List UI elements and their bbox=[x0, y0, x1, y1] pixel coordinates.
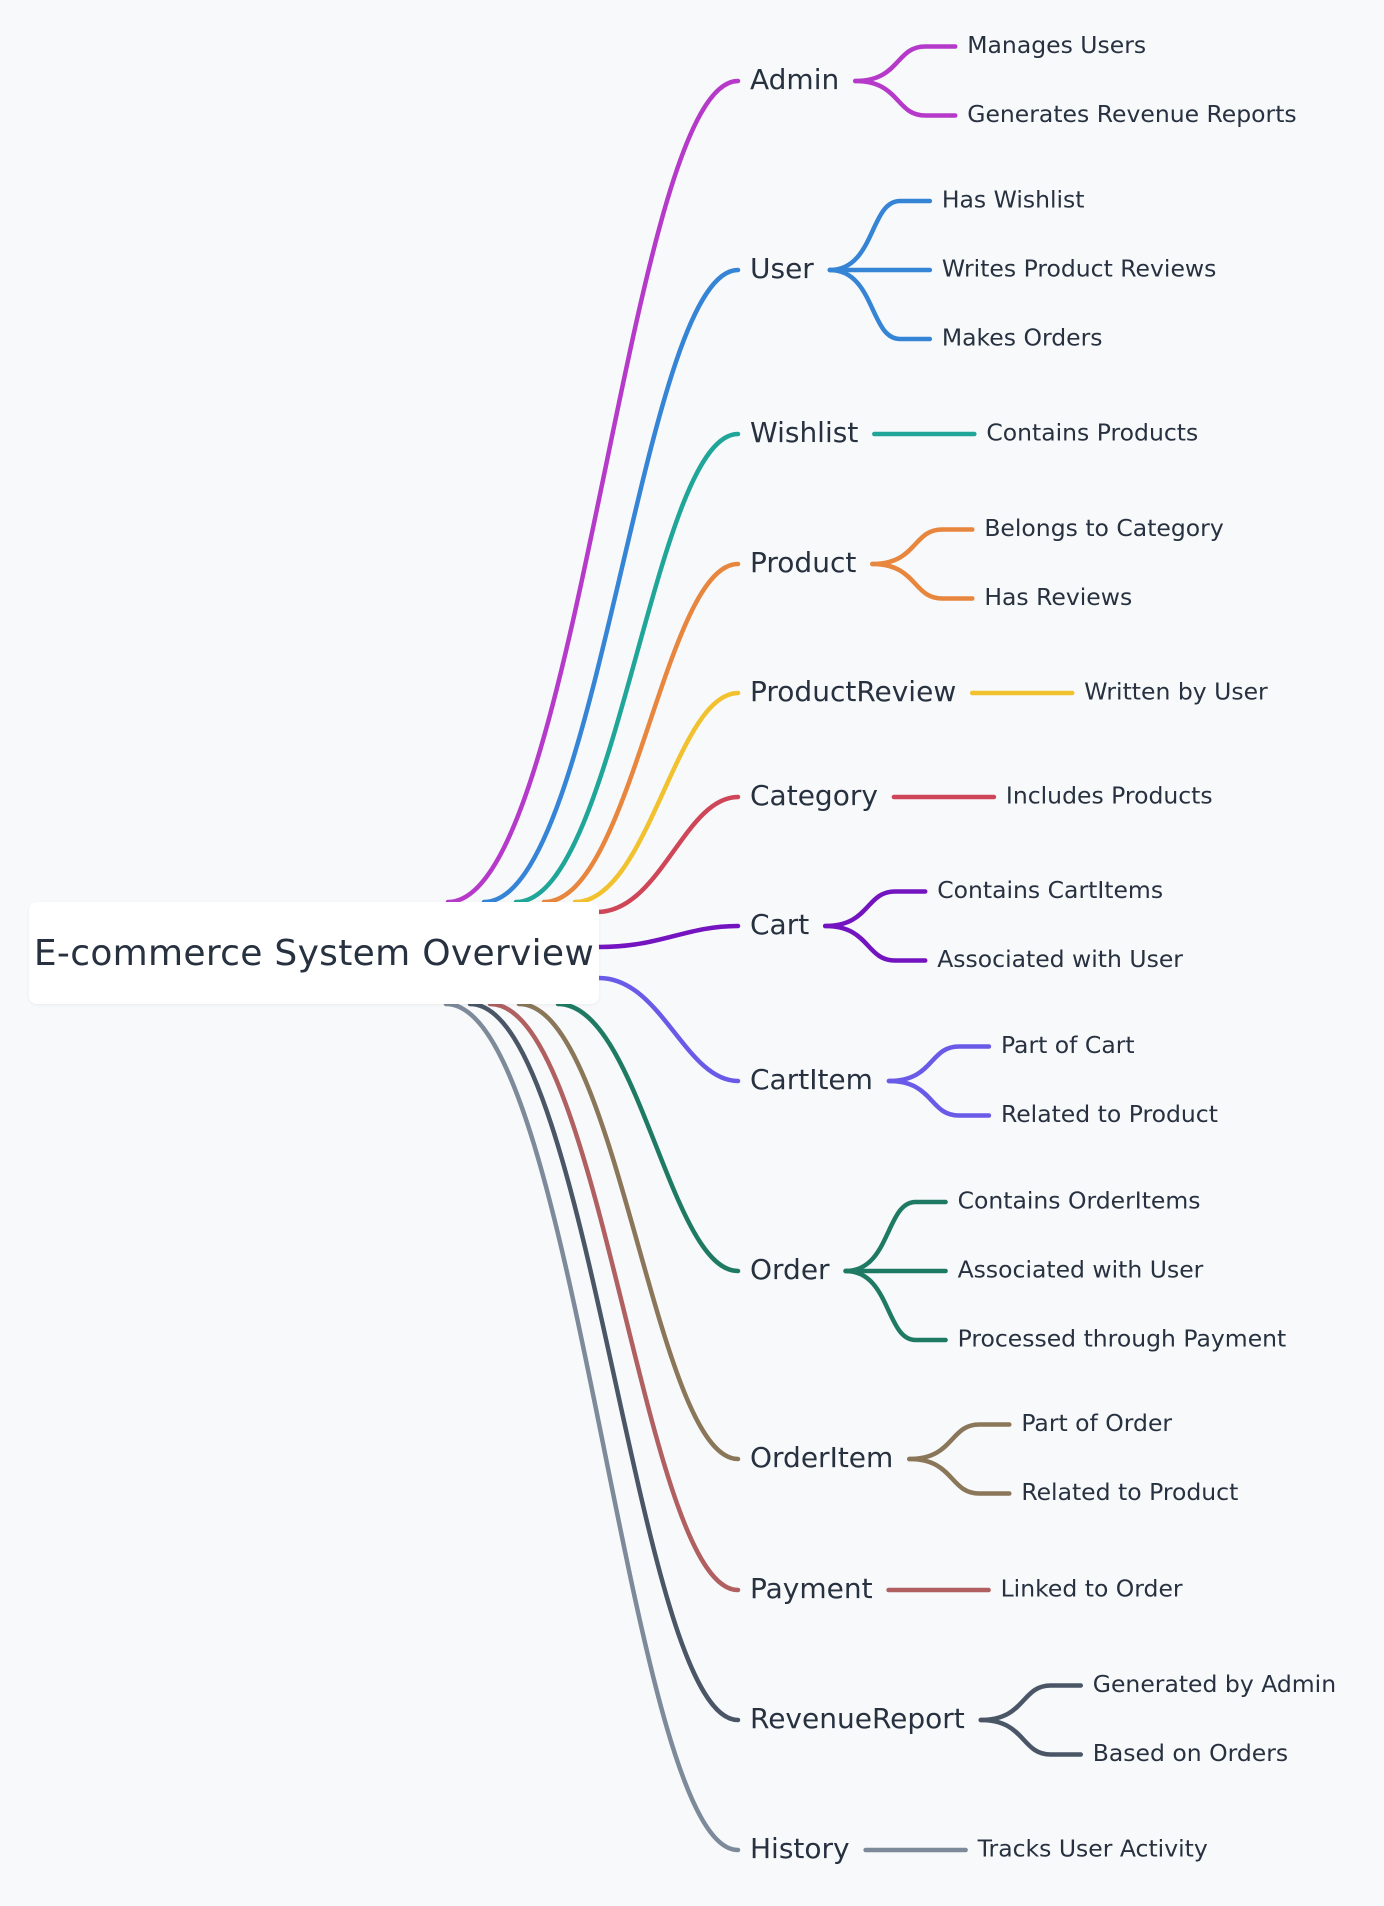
leaf-node-manages-users[interactable]: Manages Users bbox=[967, 31, 1146, 59]
branch-node-product[interactable]: Product bbox=[750, 546, 856, 579]
edges-layer bbox=[443, 44, 1084, 1853]
branch-edge-revenuereport bbox=[467, 1001, 741, 1723]
leaf-edge-cart-0 bbox=[822, 889, 928, 929]
leaf-node-makes-orders[interactable]: Makes Orders bbox=[942, 324, 1103, 352]
leaf-node-written-by-user[interactable]: Written by User bbox=[1084, 678, 1268, 706]
branch-edge-productreview bbox=[572, 690, 741, 905]
leaf-node-includes-products[interactable]: Includes Products bbox=[1006, 782, 1213, 810]
leaf-edge-product-1 bbox=[870, 561, 975, 601]
branch-edge-payment bbox=[487, 1001, 741, 1593]
leaf-node-linked-to-order[interactable]: Linked to Order bbox=[1001, 1575, 1183, 1603]
branch-node-cart[interactable]: Cart bbox=[750, 908, 809, 941]
leaf-node-has-wishlist[interactable]: Has Wishlist bbox=[942, 186, 1085, 214]
leaf-node-part-of-cart[interactable]: Part of Cart bbox=[1001, 1031, 1135, 1059]
leaf-edge-admin-1 bbox=[853, 78, 958, 118]
branch-edge-order bbox=[555, 1001, 741, 1274]
leaf-node-belongs-to-category[interactable]: Belongs to Category bbox=[984, 514, 1224, 542]
branch-edge-wishlist bbox=[513, 431, 741, 905]
branch-node-user[interactable]: User bbox=[750, 252, 814, 285]
branch-node-payment[interactable]: Payment bbox=[750, 1572, 873, 1605]
branch-edge-orderitem bbox=[516, 1001, 741, 1462]
branch-edge-admin bbox=[445, 78, 741, 905]
branch-edge-user bbox=[481, 267, 741, 905]
branch-node-admin[interactable]: Admin bbox=[750, 63, 839, 96]
branch-node-wishlist[interactable]: Wishlist bbox=[750, 416, 858, 449]
root-title: E-commerce System Overview bbox=[33, 932, 595, 974]
leaf-edge-cart-1 bbox=[822, 923, 928, 963]
root-node[interactable]: E-commerce System Overview bbox=[29, 902, 599, 1004]
branch-edge-cartitem bbox=[596, 975, 741, 1084]
leaf-node-part-of-order[interactable]: Part of Order bbox=[1021, 1409, 1172, 1437]
leaf-edge-orderitem-1 bbox=[907, 1456, 1012, 1496]
leaf-node-tracks-user-activity[interactable]: Tracks User Activity bbox=[977, 1835, 1208, 1863]
leaf-node-contains-cartitems[interactable]: Contains CartItems bbox=[937, 876, 1163, 904]
leaf-edge-admin-0 bbox=[853, 44, 958, 84]
branch-edge-history bbox=[443, 1001, 741, 1853]
leaf-edge-order-0 bbox=[843, 1199, 948, 1274]
leaf-edge-cartitem-0 bbox=[886, 1044, 992, 1084]
branch-edge-product bbox=[541, 561, 741, 905]
leaf-node-writes-product-reviews[interactable]: Writes Product Reviews bbox=[942, 255, 1217, 283]
leaf-node-contains-products[interactable]: Contains Products bbox=[986, 419, 1198, 447]
branch-node-productreview[interactable]: ProductReview bbox=[750, 675, 956, 708]
leaf-node-contains-orderitems[interactable]: Contains OrderItems bbox=[958, 1187, 1201, 1215]
branch-node-history[interactable]: History bbox=[750, 1832, 850, 1865]
leaf-node-generated-by-admin[interactable]: Generated by Admin bbox=[1093, 1670, 1336, 1698]
branch-node-order[interactable]: Order bbox=[750, 1253, 830, 1286]
branch-edge-cart bbox=[596, 923, 741, 950]
leaf-node-associated-with-user[interactable]: Associated with User bbox=[958, 1256, 1204, 1284]
leaf-edge-revenuereport-0 bbox=[978, 1683, 1084, 1723]
leaf-edge-product-0 bbox=[870, 527, 975, 567]
leaf-edge-cartitem-1 bbox=[886, 1078, 992, 1118]
leaf-edge-user-0 bbox=[827, 198, 933, 273]
leaf-node-based-on-orders[interactable]: Based on Orders bbox=[1093, 1739, 1288, 1767]
branch-node-revenuereport[interactable]: RevenueReport bbox=[750, 1702, 965, 1735]
leaf-node-related-to-product[interactable]: Related to Product bbox=[1021, 1478, 1238, 1506]
leaf-edge-order-2 bbox=[843, 1268, 948, 1343]
branch-edge-category bbox=[594, 794, 741, 915]
branch-node-orderitem[interactable]: OrderItem bbox=[750, 1441, 893, 1474]
branch-node-cartitem[interactable]: CartItem bbox=[750, 1063, 873, 1096]
leaf-edge-revenuereport-1 bbox=[978, 1717, 1084, 1757]
leaf-edge-user-2 bbox=[827, 267, 933, 342]
leaf-node-has-reviews[interactable]: Has Reviews bbox=[984, 583, 1132, 611]
leaf-node-related-to-product[interactable]: Related to Product bbox=[1001, 1100, 1218, 1128]
leaf-node-generates-revenue-reports[interactable]: Generates Revenue Reports bbox=[967, 100, 1296, 128]
leaf-node-processed-through-payment[interactable]: Processed through Payment bbox=[958, 1325, 1287, 1353]
leaf-edge-orderitem-0 bbox=[907, 1422, 1012, 1462]
branch-node-category[interactable]: Category bbox=[750, 779, 878, 812]
leaf-node-associated-with-user[interactable]: Associated with User bbox=[937, 945, 1183, 973]
